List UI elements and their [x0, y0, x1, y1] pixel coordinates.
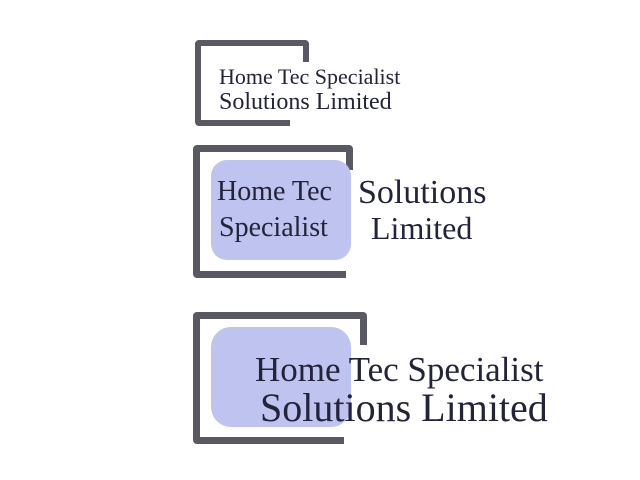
logo-side-text-line2: Limited [371, 210, 473, 246]
logo-text-line1: Home Tec Specialist [219, 64, 401, 89]
logo-text-line2: Solutions Limited [260, 385, 548, 430]
logo-side-text-line1: Solutions [358, 174, 487, 211]
bracket-gap-bottom [290, 114, 320, 134]
logo-text-line2: Solutions Limited [219, 89, 392, 115]
logo-box-text-line2: Specialist [219, 212, 328, 243]
bracket-gap-right [346, 170, 366, 270]
logo-box-text-line1: Home Tec [217, 176, 332, 207]
logo-highlight-box [211, 160, 351, 260]
bracket-gap-right [356, 345, 376, 455]
logo-highlight-box [211, 327, 351, 427]
bracket-gap-bottom [344, 430, 374, 450]
bracket-gap-bottom [346, 262, 366, 282]
logo-text-line1: Home Tec Specialist [255, 350, 544, 389]
